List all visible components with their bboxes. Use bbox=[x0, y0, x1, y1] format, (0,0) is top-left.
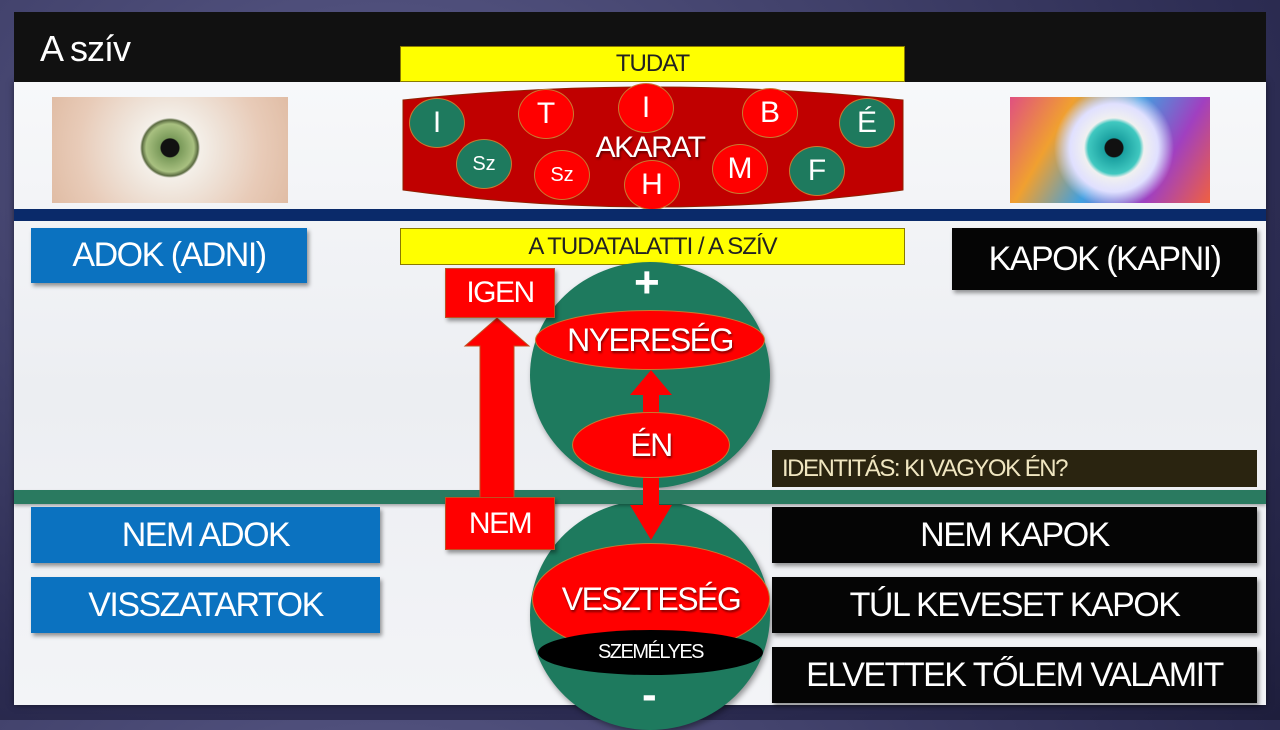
en-ellipse: ÉN bbox=[572, 412, 730, 478]
akarat-bubble: I bbox=[618, 83, 674, 133]
slide-title: A szív bbox=[40, 28, 131, 69]
akarat-bubble: B bbox=[742, 88, 798, 138]
nem-adok-box: NEM ADOK bbox=[31, 507, 380, 563]
adok-box: ADOK (ADNI) bbox=[31, 228, 307, 283]
akarat-bubble: É bbox=[839, 98, 895, 148]
colorful-eye-image bbox=[1010, 97, 1210, 203]
akarat-label: AKARAT bbox=[595, 131, 706, 164]
tudatalatti-label: A TUDATALATTI / A SZÍV bbox=[400, 228, 905, 265]
minus-sign: - bbox=[642, 670, 657, 719]
szemelyes-ellipse: SZEMÉLYES bbox=[538, 630, 763, 675]
elvettek-box: ELVETTEK TŐLEM VALAMIT bbox=[772, 647, 1257, 703]
akarat-bubble: Sz bbox=[534, 150, 590, 200]
tudat-label: TUDAT bbox=[400, 46, 905, 82]
akarat-bubble: T bbox=[518, 89, 574, 139]
nem-kapok-box: NEM KAPOK bbox=[772, 507, 1257, 563]
nyereseg-ellipse: NYERESÉG bbox=[535, 310, 765, 370]
akarat-bubble: F bbox=[789, 146, 845, 196]
akarat-bubble: M bbox=[712, 144, 768, 194]
natural-eye-image bbox=[52, 97, 288, 203]
akarat-bubble: H bbox=[624, 160, 680, 210]
plus-sign: + bbox=[634, 258, 660, 307]
tul-keveset-kapok-box: TÚL KEVESET KAPOK bbox=[772, 577, 1257, 633]
akarat-bubble: I bbox=[409, 98, 465, 148]
nem-box: NEM bbox=[445, 497, 555, 550]
kapok-box: KAPOK (KAPNI) bbox=[952, 228, 1257, 290]
akarat-bubble: Sz bbox=[456, 139, 512, 189]
consciousness-divider bbox=[14, 209, 1266, 221]
igen-box: IGEN bbox=[445, 268, 555, 318]
visszatartok-box: VISSZATARTOK bbox=[31, 577, 380, 633]
identitas-label: IDENTITÁS: KI VAGYOK ÉN? bbox=[772, 450, 1257, 487]
subconscious-divider bbox=[14, 490, 1266, 504]
